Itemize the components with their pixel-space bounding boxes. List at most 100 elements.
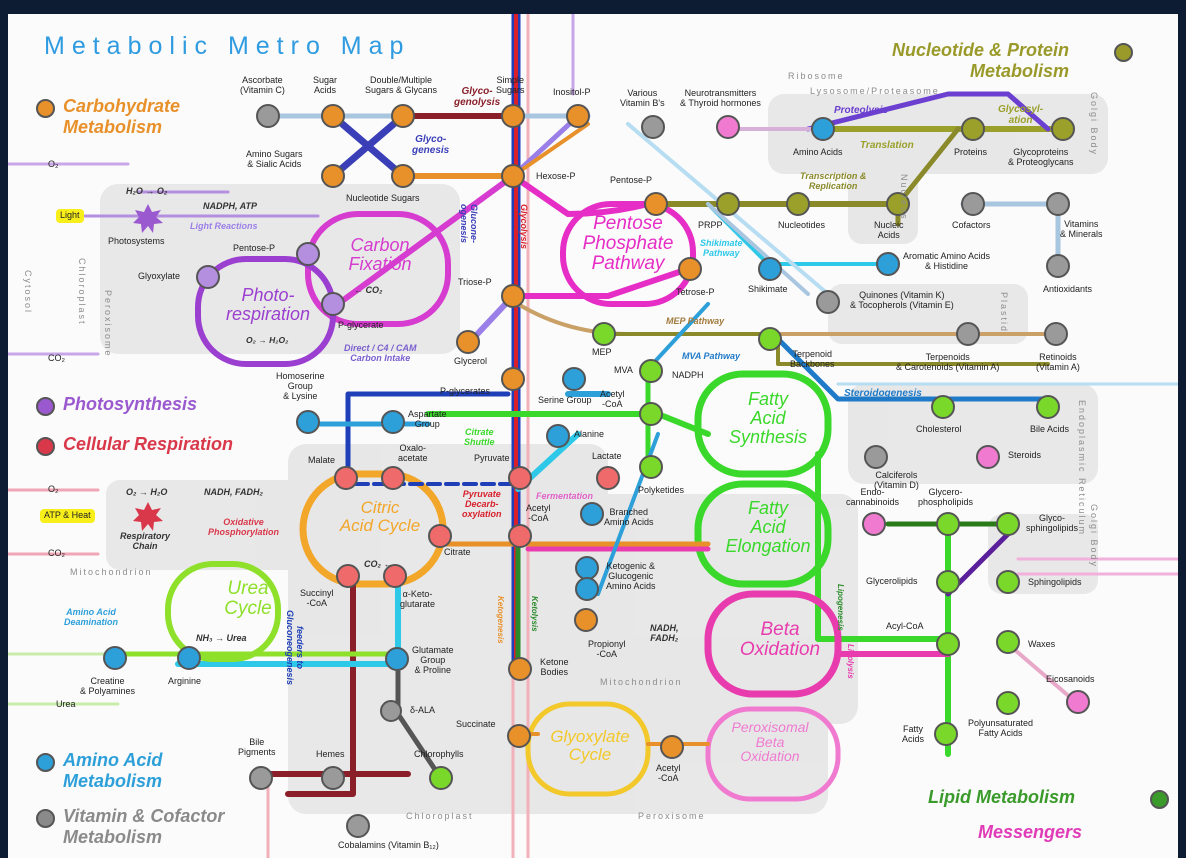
line-label: O₂ → H₂O₂ (246, 335, 289, 345)
station-label: Neurotransmitters & Thyroid hormones (680, 88, 761, 108)
compartment-label: Chloroplast (406, 811, 474, 821)
line-label: CO₂ ← (364, 559, 393, 569)
station-label: Steroids (1008, 450, 1042, 460)
line-label: Amino Acid Deamination (64, 607, 119, 627)
line-label: O₂ → H₂O (126, 487, 168, 497)
line-label: Glyco- genesis (412, 134, 450, 156)
station-label: Photosystems (108, 236, 165, 246)
line-label: Glycosyl- ation (998, 104, 1044, 126)
station-label: Bile Acids (1030, 424, 1070, 434)
line-label: feeders to Gluconeogenesis (285, 610, 305, 686)
station-label: Succinate (456, 719, 496, 729)
cycle-label-fa-elongation: Fatty Acid Elongation (725, 498, 811, 556)
station-label: Endo- cannabinoids (846, 487, 900, 507)
legend-dot-lipid (1150, 790, 1169, 809)
line-label: NADPH, ATP (203, 201, 257, 211)
station-label: Quinones (Vitamin K) & Tocopherols (Vita… (850, 290, 954, 310)
station-label: Malate (308, 455, 336, 465)
line-label: NADH, FADH₂ (650, 623, 679, 643)
line-label: ← CO₂ (354, 285, 383, 295)
line-label: Glucone- ogenesis (459, 204, 479, 244)
sun-icon (133, 204, 163, 233)
side-input-label: CO₂ (48, 353, 65, 363)
station-label: Pyruvate (474, 453, 510, 463)
station-label: Polyunsaturated Fatty Acids (968, 718, 1034, 738)
metro-map-canvas: Metabolic Metro Map Carbohydrate Metabol… (8, 14, 1178, 858)
compartment-label: Golgi Body (1089, 504, 1099, 569)
station-label: Various Vitamin B's (620, 88, 665, 108)
compartment-label: Lysosome/Proteasome (810, 86, 940, 96)
legend-label-nuc: Nucleotide & Protein Metabolism (892, 40, 1070, 81)
cycle-label-perox-beta: Peroxisomal Beta Oxidation (731, 719, 809, 765)
side-input-label: Urea (56, 699, 76, 709)
line-label: Lipolysis (846, 644, 855, 679)
side-input-label: CO₂ (48, 548, 65, 558)
respiratory-chain-icon (133, 502, 163, 531)
cycle-label-citric-acid: Citric Acid Cycle (339, 498, 421, 535)
station-label: Fatty Acids (902, 724, 925, 744)
compartment-label: Ribosome (788, 71, 845, 81)
station-label: Bile Pigments (238, 737, 276, 757)
legend-dot-photo (36, 397, 55, 416)
line-label: NADH, FADH₂ (204, 487, 263, 497)
line-label: H₂O → O₂ (126, 186, 168, 196)
line-label: NH₃ → Urea (196, 633, 247, 643)
station-label: Ketone Bodies (540, 657, 569, 677)
station-label: Acetyl -CoA (526, 503, 551, 523)
station-label: Acyl-CoA (886, 621, 924, 631)
compartment-label: Peroxisome (638, 811, 706, 821)
legend-label-carb: Carbohydrate Metabolism (63, 96, 181, 137)
legend-dot-vit (36, 809, 55, 828)
legend-label-photo: Photosynthesis (63, 394, 198, 414)
station-label: Propionyl -CoA (588, 639, 626, 659)
station-label: Oxalo- acetate (398, 443, 428, 463)
side-input-label: O₂ (48, 159, 59, 169)
legend-label-resp: Cellular Respiration (63, 434, 234, 454)
legend-label-amino: Amino Acid Metabolism (63, 750, 163, 791)
station-label: Proteins (954, 147, 988, 157)
legend-dot-resp (36, 437, 55, 456)
station-label: Sphingolipids (1028, 577, 1082, 587)
cycle-label-photorespiration: Photo- respiration (225, 285, 311, 324)
station-label: Vitamins & Minerals (1060, 219, 1103, 239)
cycle-label-glyoxylate: Glyoxylate Cycle (550, 727, 630, 764)
cycle-label-fa-synthesis: Fatty Acid Synthesis (728, 389, 808, 447)
station-label: Glyco- sphingolipids (1026, 513, 1079, 533)
line-label: Light Reactions (190, 221, 258, 231)
line-label: Proteolysis (834, 105, 888, 116)
station-label: Chlorophylls (414, 749, 464, 759)
station-label: Acetyl -CoA (656, 763, 681, 783)
station-label: Aspartate Group (408, 409, 447, 429)
compartment-label: Mitochondrion (600, 677, 683, 687)
station-label: Shikimate (748, 284, 788, 294)
station-label: P-glycerate (338, 320, 384, 330)
line-label: Pyruvate Decarb- oxylation (462, 489, 502, 519)
station-label: Citrate (444, 547, 471, 557)
station-label: α-Keto- glutarate (400, 589, 436, 609)
station-label: Triose-P (458, 277, 492, 287)
line-label: MVA Pathway (682, 351, 741, 361)
legend-dot-nuc (1114, 43, 1133, 62)
line-label: Ketogenesis (496, 596, 505, 644)
line-label: MEP Pathway (666, 316, 725, 326)
station-label: Hexose-P (536, 171, 576, 181)
line-label: Glyco- genolysis (454, 86, 501, 108)
line-label: Translation (860, 140, 914, 151)
line-label: Direct / C4 / CAM Carbon Intake (344, 343, 417, 363)
station-label: Ascorbate (Vitamin C) (240, 75, 285, 95)
station-label: Simple Sugars (496, 75, 525, 95)
station-label: Pentose-P (233, 243, 276, 253)
legend-label-lipid: Lipid Metabolism (928, 787, 1076, 807)
station-label: Glutamate Group & Proline (412, 645, 454, 675)
station-label: Pentose-P (610, 175, 653, 185)
compartment-label: Plastid (999, 292, 1009, 334)
station-label: Double/Multiple Sugars & Glycans (365, 75, 438, 95)
compartment-label: Chloroplast (77, 258, 87, 326)
station-label: Serine Group (538, 395, 592, 405)
legend-label-vit: Vitamin & Cofactor Metabolism (63, 806, 225, 847)
legend-label-msg: Messengers (978, 822, 1083, 842)
station-label: Aromatic Amino Acids & Histidine (903, 251, 991, 271)
station-label: Homoserine Group & Lysine (276, 371, 325, 401)
station-label: Succinyl -CoA (300, 588, 334, 608)
